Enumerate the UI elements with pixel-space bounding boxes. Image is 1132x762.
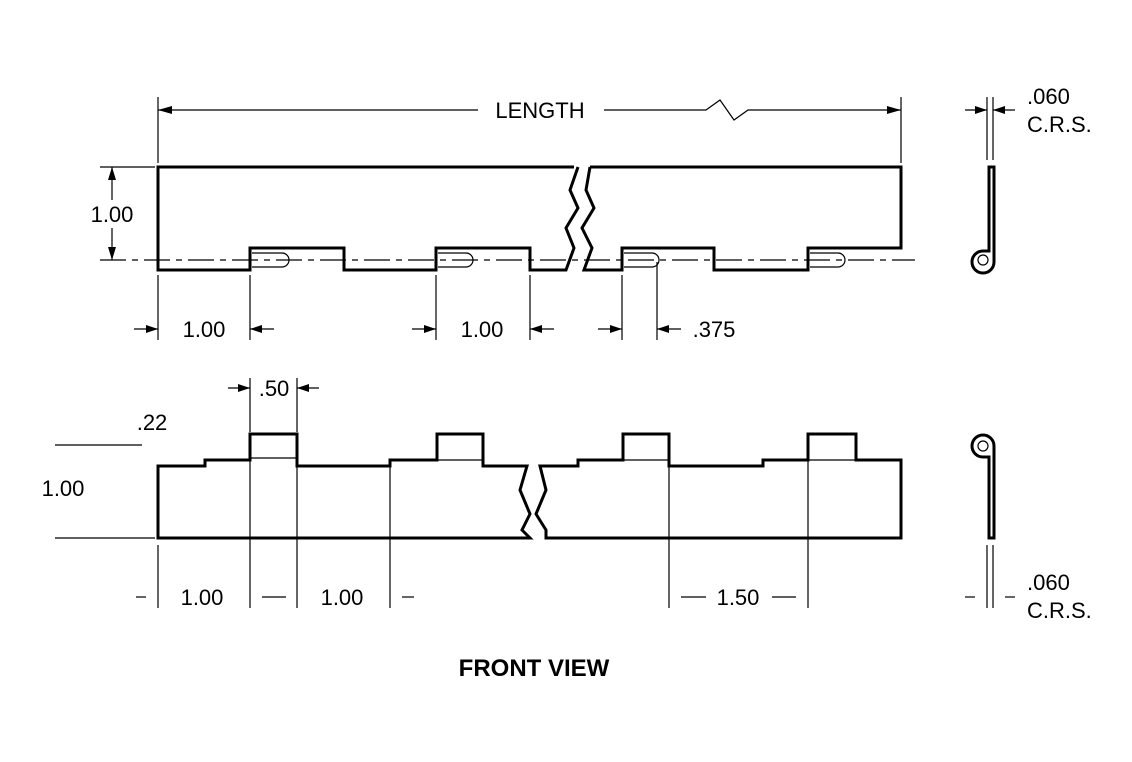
slot-label: .375 [693,317,736,342]
top-side-arrow-right [993,106,1005,114]
step-label: .22 [137,410,168,435]
front-pitch-mid-label: 1.00 [321,585,364,610]
slot-arrow-a [610,325,622,333]
top-side-thickness-label: .060 [1027,84,1070,109]
front-pitch-right-label: 1.50 [717,585,760,610]
top-height-arrow-up [108,167,116,180]
top-view: LENGTH 1.00 1.00 [91,97,915,342]
front-height-label: 1.00 [42,476,85,501]
slot-4 [810,252,846,268]
top-plate-left [156,165,580,272]
slot-3 [624,252,660,268]
slot-arrow-b [657,325,669,333]
pitch-left-arrow-a [146,325,158,333]
top-side-view: .060 C.R.S. [965,84,1092,275]
bottom-side-material-label: C.R.S. [1027,598,1092,623]
front-plate-left [156,432,534,540]
top-side-material-label: C.R.S. [1027,112,1092,137]
length-arrow-right [887,106,901,114]
top-side-arrow-left [975,106,987,114]
top-height-label: 1.00 [91,202,134,227]
front-view: .50 .22 1.00 1.00 1.00 1.50 [42,376,903,610]
front-plate-right [534,432,903,540]
knuckle-arrow-left [238,384,250,392]
top-height-arrow-down [108,247,116,260]
pitch-left-arrow-b [250,325,262,333]
pitch-mid-label: 1.00 [461,317,504,342]
length-arrow-left [158,106,172,114]
top-side-profile [970,165,996,275]
top-side-pin [977,254,989,266]
knuckle-width-label: .50 [259,376,290,401]
bottom-side-thickness-label: .060 [1027,570,1070,595]
bottom-side-view: .060 C.R.S. [965,433,1092,623]
pitch-left-label: 1.00 [183,317,226,342]
bottom-side-pin [977,440,989,452]
front-pitch-left-label: 1.00 [181,585,224,610]
length-label: LENGTH [495,98,584,123]
drawing-title: FRONT VIEW [459,655,610,682]
knuckle-arrow-right [297,384,309,392]
pitch-mid-arrow-a [424,325,436,333]
length-dimension-line [158,99,901,121]
bottom-side-profile [970,433,996,540]
pitch-mid-arrow-b [530,325,542,333]
top-plate-right [580,165,903,272]
